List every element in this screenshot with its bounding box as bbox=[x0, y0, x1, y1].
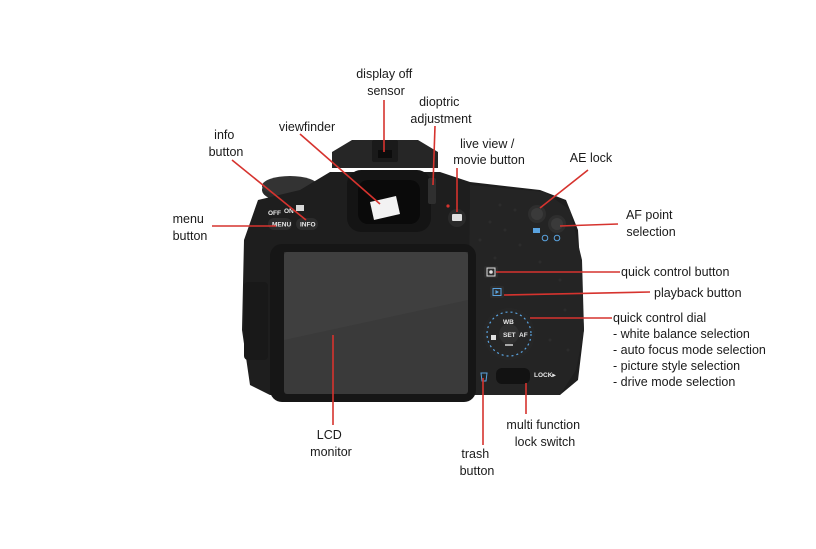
label-lcd-monitor: LCD monitor bbox=[310, 428, 352, 459]
viewfinder bbox=[347, 170, 431, 232]
power-on-marking: ON bbox=[284, 208, 294, 215]
menu-button-label: MENU bbox=[272, 222, 291, 229]
playback-button[interactable] bbox=[490, 286, 504, 298]
trash-icon bbox=[480, 372, 488, 382]
zoom-in-icon bbox=[553, 234, 561, 242]
picture-style-icon bbox=[491, 335, 496, 340]
index-icon bbox=[533, 228, 540, 233]
label-quick-control-button: quick control button bbox=[621, 265, 729, 279]
label-trash-button: trash button bbox=[460, 447, 495, 478]
set-button[interactable] bbox=[499, 324, 519, 344]
label-quick-control-dial: quick control dial - white balance selec… bbox=[613, 311, 769, 389]
zoom-out-icon bbox=[541, 234, 549, 242]
menu-button[interactable]: MENU bbox=[268, 218, 292, 230]
label-af-point-selection: AF point selection bbox=[626, 208, 676, 239]
trash-button[interactable] bbox=[478, 370, 490, 382]
label-live-view-movie: live view / movie button bbox=[453, 137, 525, 167]
label-info-button: info button bbox=[209, 128, 244, 159]
af-point-button[interactable] bbox=[548, 215, 566, 233]
label-dioptric-adjustment: dioptric adjustment bbox=[410, 95, 472, 126]
lcd-monitor bbox=[270, 244, 476, 402]
quick-control-dial[interactable]: WB SET AF bbox=[483, 308, 535, 360]
ae-lock-button[interactable] bbox=[528, 205, 546, 223]
live-view-button[interactable] bbox=[446, 204, 466, 227]
dial-set-label: SET bbox=[503, 332, 516, 339]
label-menu-button: menu button bbox=[173, 212, 208, 243]
power-off-marking: OFF bbox=[268, 210, 281, 217]
label-viewfinder: viewfinder bbox=[279, 120, 335, 134]
dioptric-adjustment-knob[interactable] bbox=[428, 178, 436, 204]
lock-marking: LOCK▸ bbox=[534, 372, 556, 379]
multi-function-lock-switch[interactable]: LOCK▸ bbox=[496, 368, 556, 384]
quick-control-button[interactable] bbox=[484, 266, 498, 278]
info-button-label: INFO bbox=[300, 222, 316, 229]
leader-lines bbox=[212, 100, 651, 445]
display-off-sensor-window bbox=[378, 150, 392, 158]
label-ae-lock: AE lock bbox=[570, 151, 613, 165]
label-display-off-sensor: display off sensor bbox=[356, 67, 416, 98]
hand-grip bbox=[468, 185, 584, 395]
dial-af-label: AF bbox=[519, 332, 528, 339]
dial-wb-label: WB bbox=[503, 319, 514, 326]
info-button[interactable]: INFO bbox=[296, 218, 318, 230]
label-multi-function-lock-switch: multi function lock switch bbox=[506, 418, 583, 449]
label-playback-button: playback button bbox=[654, 286, 742, 300]
movie-mode-icon bbox=[296, 205, 304, 211]
